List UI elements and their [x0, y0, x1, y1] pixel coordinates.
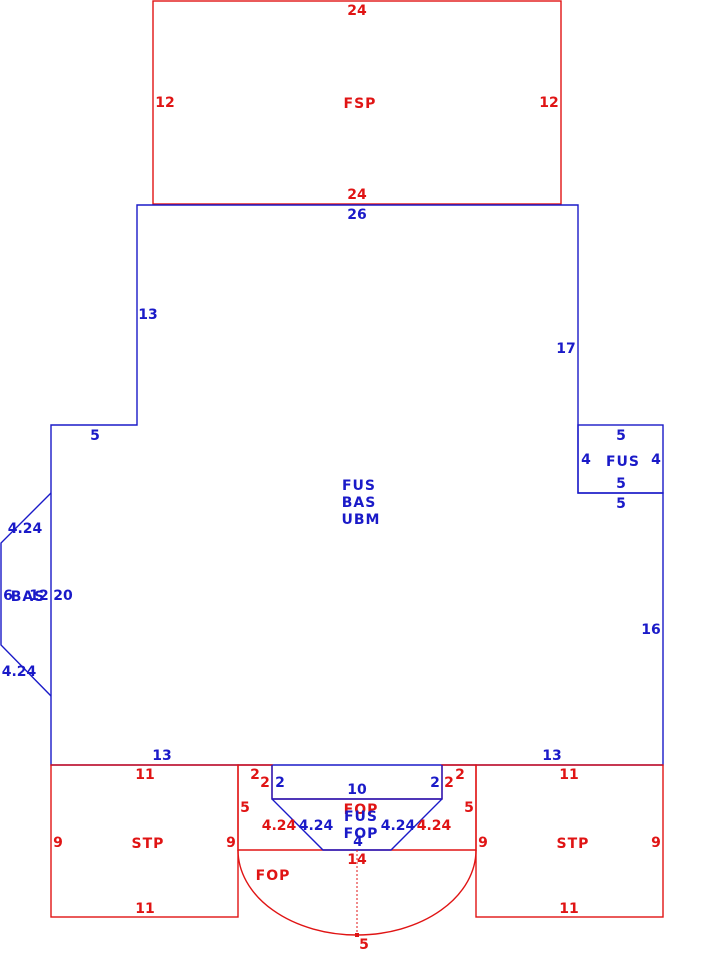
fus-right-label: FUS: [606, 454, 640, 470]
dim-fus-top: 5: [616, 428, 626, 444]
center-fop-top-label: FOP: [344, 802, 379, 818]
dim-fop-diameter: 14: [347, 852, 367, 868]
dim-main-right-upper: 17: [556, 341, 575, 357]
dim-fus-bottom: 5: [616, 476, 626, 492]
dim-main-right-lower: 16: [641, 622, 660, 638]
dim-main-left-lower: 20: [53, 588, 73, 604]
fop-half-circle-label: FOP: [256, 868, 291, 884]
fus-right-outline: [577, 424, 664, 494]
dim-main-bottom-right: 13: [542, 748, 561, 764]
dim-fus-below: 5: [616, 496, 626, 512]
dim-stp-r-top: 11: [559, 767, 578, 783]
dim-fsp-right: 12: [539, 95, 558, 111]
main-label-ubm: UBM: [342, 512, 381, 528]
dim-fop-radius: 5: [359, 937, 369, 953]
dim-notch-l-red-a: 2: [250, 767, 260, 783]
center-fop-label: FOP: [344, 826, 379, 842]
dim-trap-top: 10: [347, 782, 367, 798]
dim-red-side-l: 5: [240, 800, 250, 816]
dim-trap-diag-r-red: 4.24: [417, 818, 452, 834]
dim-bas-outer: 6: [3, 588, 13, 604]
fsp-label: FSP: [344, 96, 377, 112]
dim-bas-inner: 12: [29, 588, 48, 604]
dim-stp-l-bottom: 11: [135, 901, 154, 917]
main-label-bas: BAS: [342, 495, 377, 511]
dim-fsp-left: 12: [155, 95, 174, 111]
dim-stp-l-top: 11: [135, 767, 154, 783]
dim-stp-l-left: 9: [53, 835, 63, 851]
dim-trap-diag-r-blue: 4.24: [381, 818, 416, 834]
main-label-fus: FUS: [342, 478, 376, 494]
dim-trap-bottom: 4: [353, 834, 363, 850]
dim-fus-right: 4: [651, 452, 661, 468]
dim-notch-l-blue: 2: [275, 775, 285, 791]
dim-red-side-r: 5: [464, 800, 474, 816]
stp-left-label: STP: [132, 836, 165, 852]
dim-notch-r-red-a: 2: [455, 767, 465, 783]
dim-stp-r-bottom: 11: [559, 901, 578, 917]
dim-notch-r-blue: 2: [430, 775, 440, 791]
dim-main-left-upper: 13: [138, 307, 157, 323]
bas-left-outline: [0, 492, 52, 697]
dim-notch-l-red-b: 2: [260, 775, 270, 791]
dim-bas-upper: 4.24: [8, 521, 43, 537]
bas-left-label: BAS: [11, 589, 46, 605]
dim-stp-l-right: 9: [226, 835, 236, 851]
dim-fsp-bottom: 24: [347, 187, 367, 203]
dim-notch-r-red-b: 2: [444, 775, 454, 791]
dim-stp-r-left: 9: [478, 835, 488, 851]
dim-main-bottom-left: 13: [152, 748, 171, 764]
dim-stp-r-right: 9: [651, 835, 661, 851]
center-fus-label: FUS: [344, 809, 378, 825]
dim-trap-diag-l-red: 4.24: [262, 818, 297, 834]
dim-trap-diag-l-blue: 4.24: [299, 818, 334, 834]
stp-right-label: STP: [557, 836, 590, 852]
dim-fsp-top: 24: [347, 3, 367, 19]
dim-main-step: 5: [90, 428, 100, 444]
dim-main-top: 26: [347, 207, 366, 223]
dim-fus-left: 4: [581, 452, 591, 468]
fsp-outline: [152, 0, 562, 205]
fop-center-marker: [355, 933, 359, 937]
dim-bas-lower: 4.24: [2, 664, 37, 680]
